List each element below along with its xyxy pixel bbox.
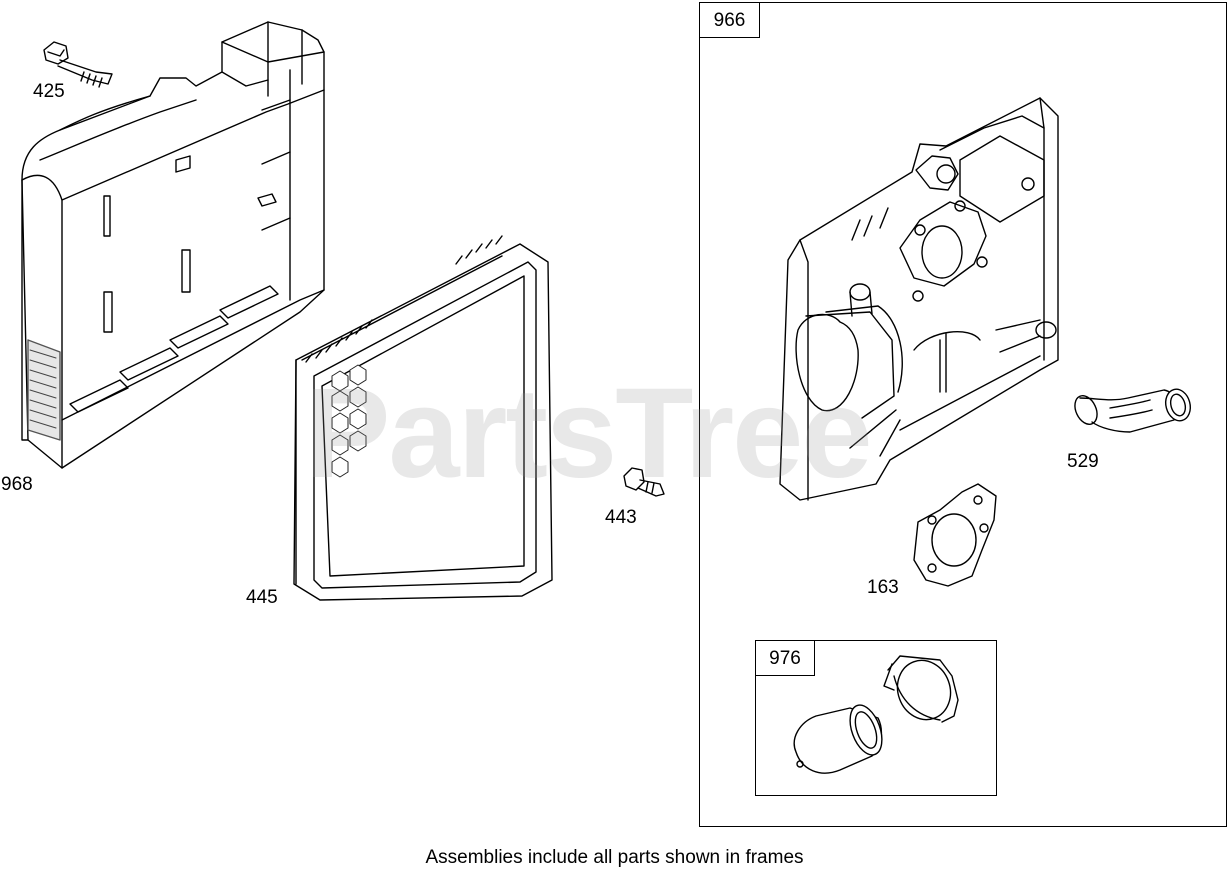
assembly-frame-966 [699, 2, 1227, 827]
part-label-445[interactable]: 445 [246, 587, 278, 608]
base-966-drawing[interactable] [779, 97, 1059, 501]
part-label-425[interactable]: 425 [33, 81, 65, 102]
gasket-163-drawing[interactable] [913, 483, 997, 587]
air-cleaner-base-968-drawing[interactable] [21, 21, 325, 469]
frames-note: Assemblies include all parts shown in fr… [425, 847, 804, 868]
part-label-529[interactable]: 529 [1067, 451, 1099, 472]
tube-529-drawing[interactable] [1071, 386, 1194, 433]
assembly-frame-976 [755, 640, 997, 796]
frame-label-976: 976 [755, 640, 815, 676]
bolt-425-drawing[interactable] [43, 41, 113, 88]
frame-label-966: 966 [699, 2, 760, 38]
screw-443-drawing[interactable] [623, 467, 665, 497]
part-label-968[interactable]: 968 [1, 474, 33, 495]
part-label-163[interactable]: 163 [867, 577, 899, 598]
filter-clamp-976-drawing[interactable] [793, 653, 959, 774]
part-label-443[interactable]: 443 [605, 507, 637, 528]
air-filter-445-drawing[interactable] [293, 235, 553, 601]
